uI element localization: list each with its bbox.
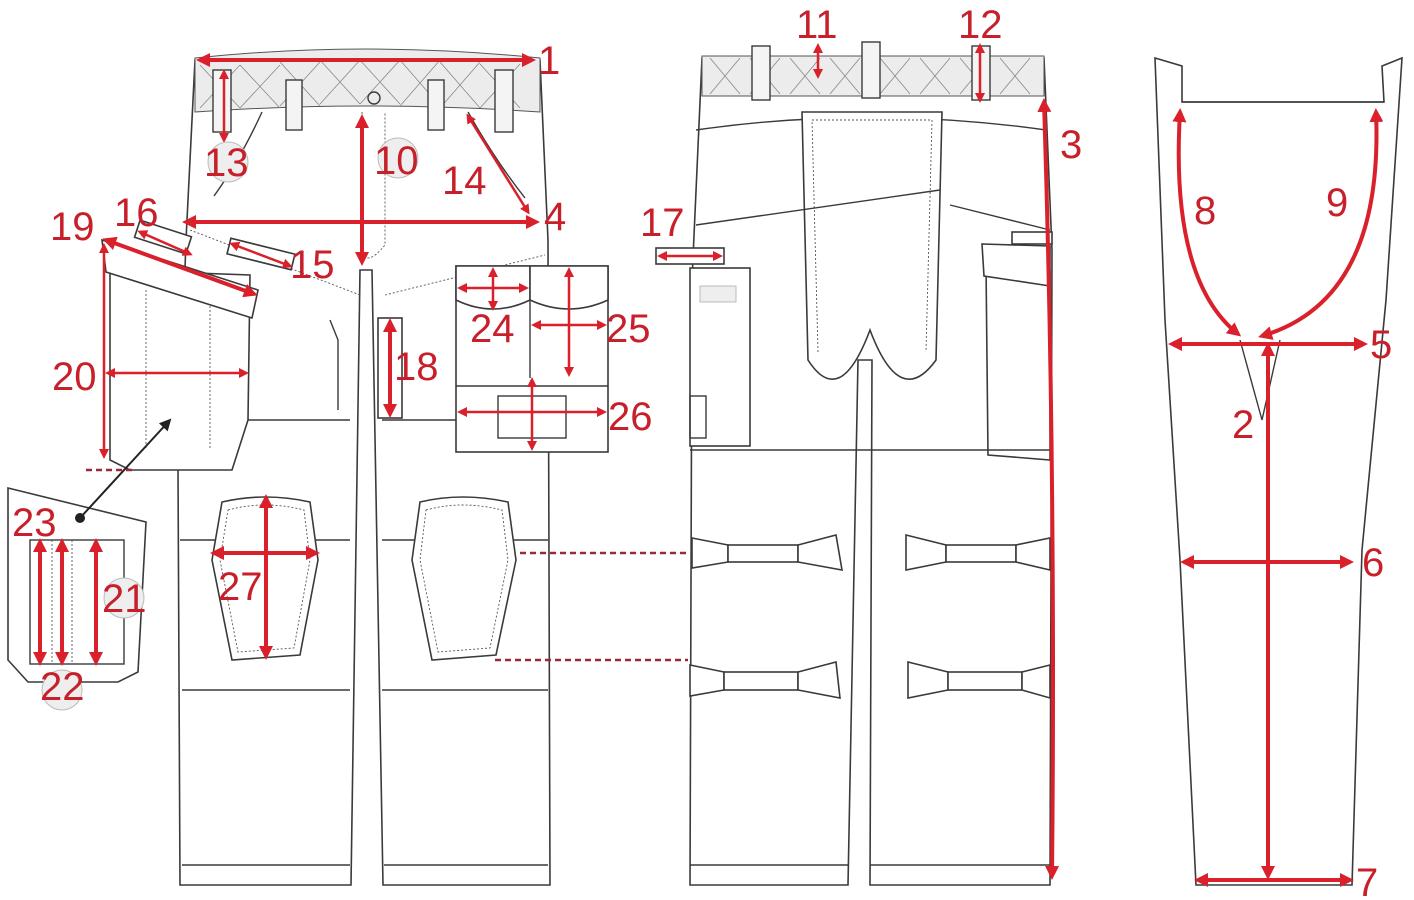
callout-9: 9 (1326, 181, 1348, 225)
callout-23: 23 (12, 501, 57, 545)
panel-pointer-dot (75, 513, 85, 523)
front-belt-loop (285, 79, 303, 131)
callout-1: 1 (538, 39, 560, 83)
callout-17: 17 (640, 201, 685, 245)
callout-labels: 1 2 3 4 5 6 7 8 9 10 11 12 13 14 15 16 1… (12, 3, 1392, 900)
right-knee-pad-stitch (419, 504, 509, 653)
panel-pointer-arrow (79, 418, 172, 519)
back-left-pocket-label (699, 285, 737, 303)
label-backdrop (377, 137, 419, 179)
callout-21: 21 (102, 577, 147, 621)
side-view (1154, 56, 1403, 886)
callout-18: 18 (394, 345, 439, 389)
callout-14: 14 (442, 159, 487, 203)
label-backdrop (103, 577, 145, 619)
front-belt-loop (427, 79, 445, 131)
detached-panel-stitch (51, 540, 73, 664)
callout-2: 2 (1232, 403, 1254, 447)
callout-15: 15 (290, 243, 335, 287)
callout-27: 27 (218, 565, 263, 609)
callout-11: 11 (796, 3, 838, 47)
callout-5: 5 (1370, 323, 1392, 367)
callout-26: 26 (608, 395, 653, 439)
measure-line-19 (102, 236, 258, 298)
front-belt-loop (494, 69, 514, 133)
callout-8: 8 (1194, 189, 1216, 233)
callout-20: 20 (52, 355, 97, 399)
front-belt-loop (212, 69, 232, 133)
back-left-pocket-window (689, 395, 707, 439)
label-backdrop (207, 141, 249, 183)
measure-line-14 (466, 113, 530, 215)
callout-22: 22 (40, 665, 85, 709)
callout-25: 25 (606, 307, 651, 351)
callout-19: 19 (50, 205, 95, 249)
callout-7: 7 (1356, 861, 1378, 900)
front-yoke-stitch (189, 229, 546, 296)
callout-4: 4 (544, 195, 566, 239)
measure-line-9 (1258, 108, 1384, 340)
measure-line-8 (1172, 108, 1242, 337)
measurement-lines (33, 43, 1384, 887)
back-right-side-pocket (985, 264, 1051, 461)
callout-13: 13 (204, 141, 249, 185)
side-trousers-outline (1154, 56, 1403, 886)
callout-10: 10 (374, 139, 419, 183)
waist-button (367, 91, 381, 105)
front-view (7, 48, 609, 886)
back-seat-stitch (811, 119, 933, 353)
label-backdrop (41, 669, 83, 711)
back-pocket-opening (695, 189, 1051, 231)
back-belt-loop (751, 45, 771, 101)
callout-3: 3 (1060, 123, 1082, 167)
callout-16: 16 (114, 191, 159, 235)
back-view (495, 41, 1053, 886)
callout-12: 12 (958, 3, 1003, 47)
callout-6: 6 (1362, 541, 1384, 585)
measure-line-3 (1037, 98, 1060, 880)
left-thigh-zip (329, 319, 339, 410)
callout-24: 24 (470, 307, 515, 351)
back-belt-loop (861, 41, 881, 99)
back-seat-panel (801, 111, 943, 380)
right-knee-pad (411, 496, 517, 661)
